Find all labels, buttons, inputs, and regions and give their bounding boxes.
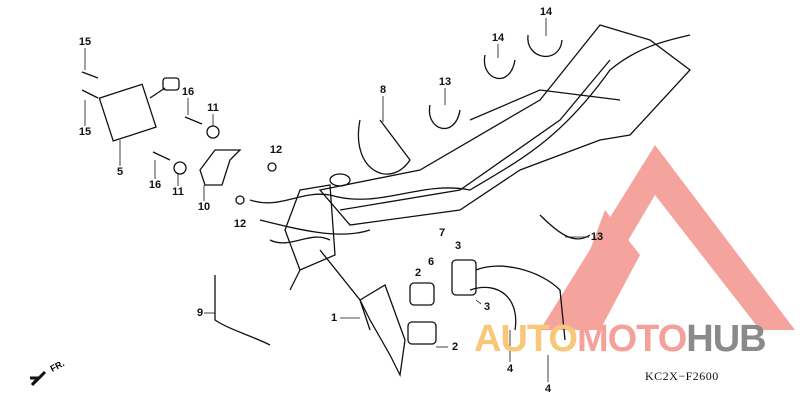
callout: 11 — [207, 102, 219, 114]
watermark-part1: AUTO — [474, 318, 578, 360]
watermark-logo — [540, 145, 795, 330]
callout: 11 — [172, 186, 184, 198]
callout: 9 — [196, 307, 204, 319]
callout: 7 — [438, 227, 446, 239]
callout: 6 — [427, 256, 435, 268]
callout: 14 — [539, 6, 553, 18]
drawing-code: KC2X−F2600 — [645, 369, 719, 383]
callout: 12 — [233, 218, 247, 230]
frame-main — [318, 24, 691, 226]
callout: 4 — [506, 363, 514, 375]
callout: 2 — [451, 341, 459, 353]
callout: 3 — [483, 301, 491, 313]
regulator-rectifier — [98, 83, 157, 142]
callout: 2 — [414, 267, 422, 279]
watermark-part2: MOTO — [576, 318, 687, 360]
watermark-text: AUTOMOTOHUB — [474, 318, 767, 360]
callout: 4 — [544, 383, 552, 395]
callout: 14 — [491, 32, 505, 44]
ignition-coil — [451, 259, 477, 296]
callout: 8 — [379, 84, 387, 96]
callout: 15 — [78, 126, 92, 138]
callout: 15 — [78, 36, 92, 48]
arrow-down-left-icon — [30, 370, 47, 387]
callout: 13 — [590, 231, 604, 243]
callout: 1 — [330, 312, 338, 324]
watermark-part3: HUB — [686, 318, 766, 360]
callout: 5 — [116, 166, 124, 178]
callout: 12 — [269, 144, 283, 156]
callout: 16 — [148, 179, 162, 191]
callout: 10 — [197, 201, 211, 213]
callout: 3 — [454, 240, 462, 252]
callout: 16 — [181, 86, 195, 98]
callout: 13 — [438, 76, 452, 88]
